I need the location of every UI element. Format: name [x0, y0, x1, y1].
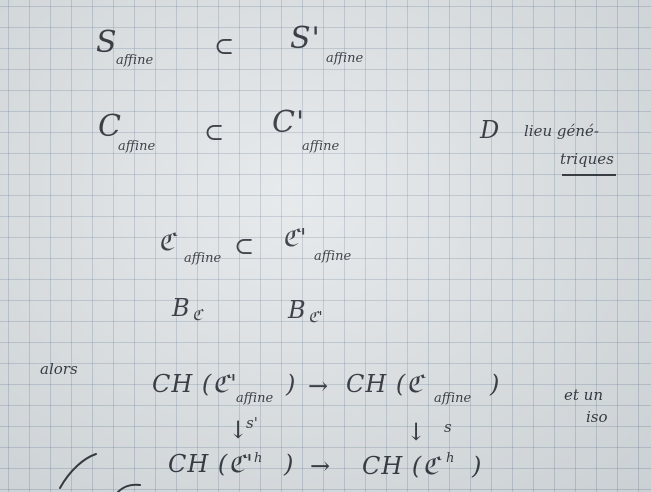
down-arrow-right: ↓ [406, 418, 428, 446]
line5-right: CH (ℭ [346, 370, 425, 398]
margin-note-underline [562, 174, 616, 176]
line1-left: S [96, 25, 118, 60]
line6-left-close: ) [284, 450, 295, 478]
line6-right-sup: h [446, 451, 455, 466]
line3-left: ℭ [158, 228, 176, 256]
line2-left-sub: affine [118, 139, 156, 154]
margin-note-word1: lieu géné- [524, 122, 599, 140]
line1-right-sub: affine [326, 51, 364, 66]
line1-right: S' [290, 21, 321, 56]
line5-left-close: ) [286, 370, 297, 398]
line2-right-sub: affine [302, 139, 340, 154]
down-arrow-right-label: s [444, 418, 452, 436]
line4-right: B [288, 296, 307, 324]
line5-left: CH (ℭ' [152, 370, 238, 398]
line1-left-sub: affine [116, 53, 154, 68]
line5-lead: alors [40, 360, 78, 378]
line2-relation: ⊂ [204, 118, 226, 146]
line6-left-sup: h [254, 451, 263, 466]
line5-right-close: ) [490, 370, 501, 398]
line6-arrow: → [310, 452, 332, 480]
line1-relation: ⊂ [214, 32, 236, 60]
line6-right-close: ) [472, 452, 483, 480]
line5-left-sub: affine [236, 391, 274, 406]
down-arrow-left: ↓ [228, 416, 250, 444]
line6-right: CH (ℭ [362, 452, 441, 480]
line5-arrow: → [308, 372, 330, 400]
line3-right: ℭ' [282, 224, 308, 252]
line4-left-sub: ℭ [192, 306, 203, 324]
down-arrow-left-label: s' [246, 414, 258, 432]
line3-left-sub: affine [184, 251, 222, 266]
line5-aside1: et un [564, 386, 603, 404]
line4-right-sub: ℭ' [308, 308, 323, 326]
line6-left: CH (ℭ' [168, 450, 254, 478]
line2-left: C [98, 109, 122, 144]
margin-note-letter: D [480, 116, 501, 144]
margin-note-word2: triques [560, 150, 614, 168]
line5-right-sub: affine [434, 391, 472, 406]
line2-right: C' [272, 105, 306, 140]
line3-right-sub: affine [314, 249, 352, 264]
line5-aside2: iso [586, 408, 608, 426]
line4-left: B [172, 294, 191, 322]
line3-relation: ⊂ [234, 232, 256, 260]
